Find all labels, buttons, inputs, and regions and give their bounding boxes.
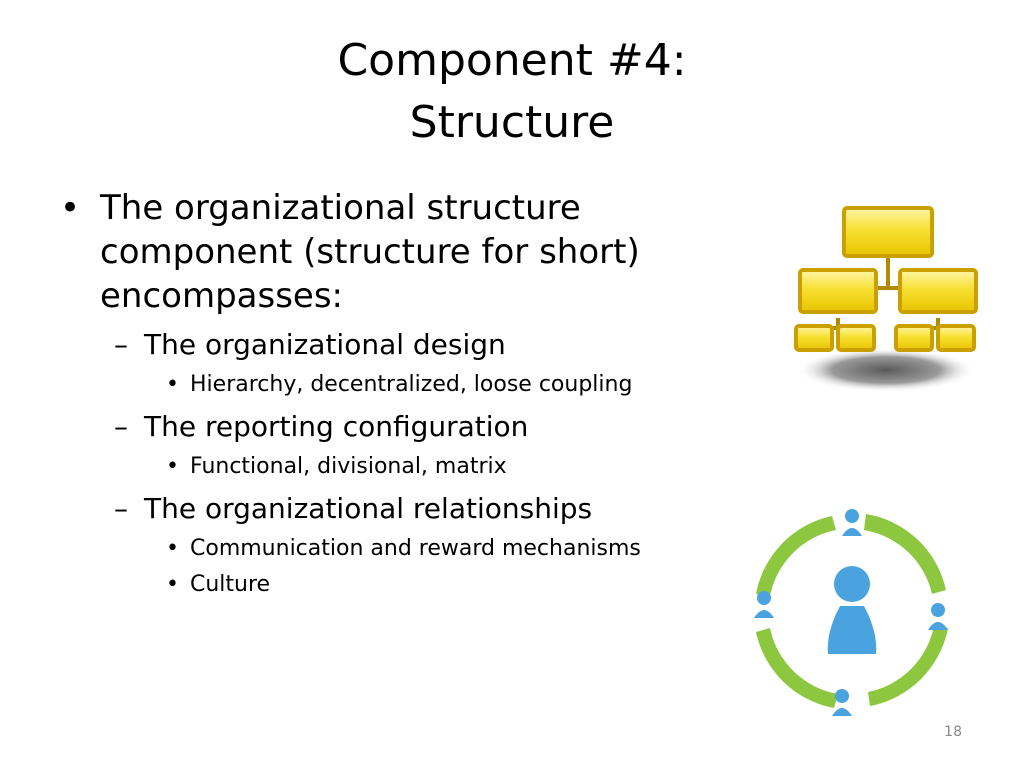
bullet-text: The organizational structure component (… <box>100 188 640 316</box>
dash-icon: – <box>114 328 128 361</box>
sub-bullet-text: The organizational design <box>144 328 506 361</box>
org-chart-icon <box>794 206 978 392</box>
bullet-dot-icon: • <box>166 572 179 597</box>
sub-sub-bullet: • Functional, divisional, matrix <box>58 452 758 482</box>
sub-bullet-text: The reporting configuration <box>144 410 529 443</box>
bullet-level1: • The organizational structure component… <box>58 186 758 318</box>
dash-icon: – <box>114 410 128 443</box>
title-line-1: Component #4: <box>337 35 687 86</box>
sub-bullet: – The organizational design <box>58 326 758 364</box>
page-number: 18 <box>944 724 962 740</box>
bullet-dot-icon: • <box>60 188 81 228</box>
sub-sub-bullet: • Hierarchy, decentralized, loose coupli… <box>58 370 758 400</box>
sub-sub-bullet-text: Culture <box>190 572 271 597</box>
dash-icon: – <box>114 492 128 525</box>
sub-sub-bullet: • Culture <box>58 570 758 600</box>
sub-bullet-text: The organizational relationships <box>144 492 593 525</box>
bullet-dot-icon: • <box>166 454 179 479</box>
sub-sub-bullet-text: Hierarchy, decentralized, loose coupling <box>190 372 633 397</box>
sub-sub-bullet: • Communication and reward mechanisms <box>58 534 758 564</box>
sub-bullet: – The organizational relationships <box>58 490 758 528</box>
sub-bullet: – The reporting configuration <box>58 408 758 446</box>
title-line-2: Structure <box>409 97 615 148</box>
slide-body: • The organizational structure component… <box>58 186 758 600</box>
slide-title: Component #4: Structure <box>0 30 1024 154</box>
sub-sub-bullet-text: Communication and reward mechanisms <box>190 536 641 561</box>
bullet-dot-icon: • <box>166 372 179 397</box>
people-cycle-icon <box>754 509 948 716</box>
sub-sub-bullet-text: Functional, divisional, matrix <box>190 454 507 479</box>
bullet-dot-icon: • <box>166 536 179 561</box>
